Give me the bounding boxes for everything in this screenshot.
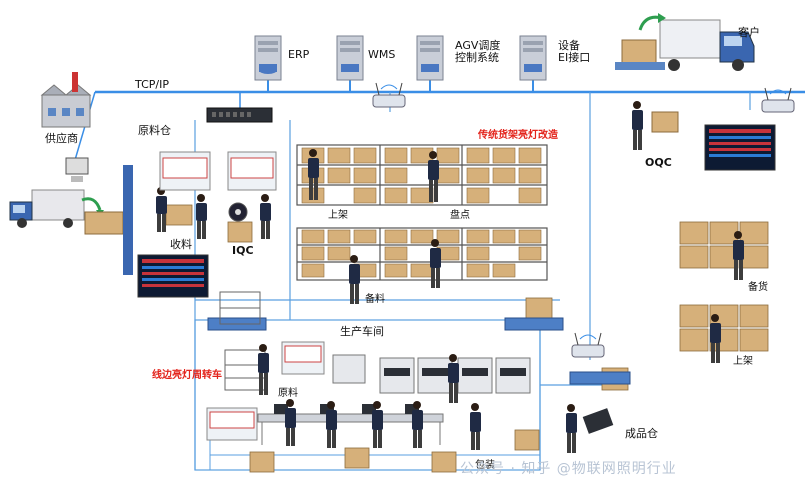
supplier-label: 供应商	[45, 132, 78, 145]
iqc-label: IQC	[232, 244, 254, 257]
finished-warehouse-label: 成品仓	[625, 427, 658, 440]
customer-label: 客户	[738, 26, 760, 39]
system-erp-label: ERP	[288, 48, 310, 61]
oqc-label: OQC	[645, 156, 672, 169]
picking-label: 备料	[365, 294, 385, 305]
receiving-label: 收料	[170, 238, 192, 251]
shelf-retrofit-annotation: 传统货架亮灯改造	[478, 130, 558, 141]
tcpip-label: TCP/IP	[135, 78, 169, 91]
ready-goods-label: 备货	[748, 282, 768, 293]
inventory-label: 盘点	[450, 210, 470, 221]
system-agv-label: AGV调度 控制系统	[455, 39, 501, 64]
shelving-raw-label: 上架	[328, 210, 348, 221]
repack-label: 包装	[475, 460, 495, 471]
shelving-finished-label: 上架	[733, 356, 753, 367]
raw-material-line-label: 原料	[278, 388, 298, 399]
system-ei-label: 设备 EI接口	[558, 39, 591, 64]
system-wms-label: WMS	[368, 48, 396, 61]
raw-warehouse-label: 原料仓	[138, 124, 171, 137]
production-label: 生产车间	[340, 325, 384, 338]
line-side-cart-annotation: 线边亮灯周转车	[152, 370, 222, 381]
watermark-text: 公众号 · 知乎 @物联网照明行业	[460, 461, 677, 477]
